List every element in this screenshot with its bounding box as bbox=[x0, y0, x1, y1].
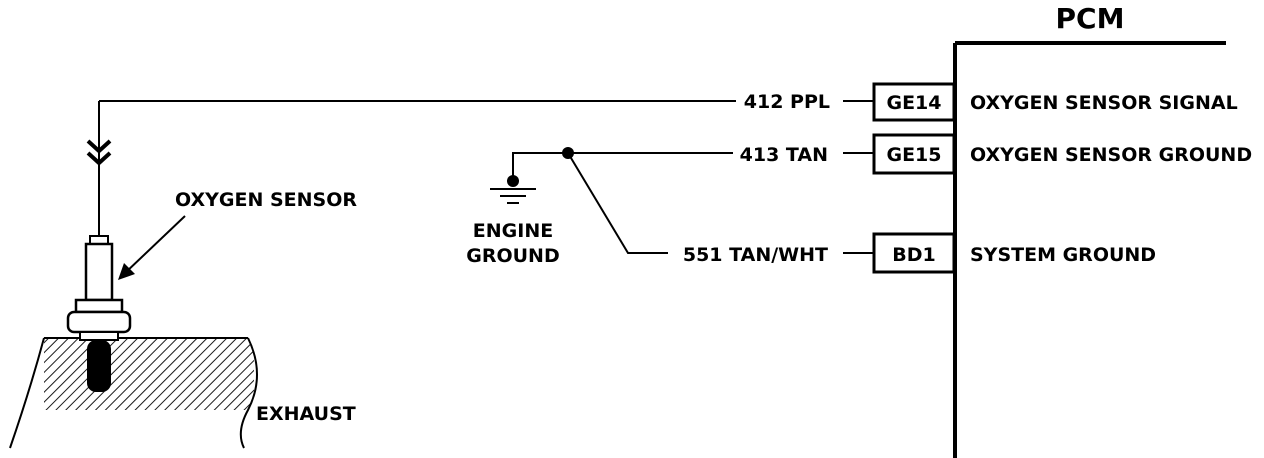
exhaust-pipe: EXHAUST bbox=[9, 337, 356, 449]
exhaust-label: EXHAUST bbox=[256, 403, 356, 425]
function-label-signal: OXYGEN SENSOR SIGNAL bbox=[970, 92, 1238, 114]
function-label-ground: OXYGEN SENSOR GROUND bbox=[970, 144, 1252, 166]
pcm-title: PCM bbox=[1056, 2, 1125, 35]
wire-label-412: 412 PPL bbox=[744, 91, 830, 113]
engine-ground-symbol: ENGINE GROUND bbox=[466, 147, 574, 267]
system-ground-wire bbox=[567, 152, 668, 254]
oxygen-sensor: OXYGEN SENSOR bbox=[66, 189, 357, 392]
wire-label-413: 413 TAN bbox=[740, 144, 828, 166]
pin-label-ge15: GE15 bbox=[886, 144, 941, 166]
sensor-connector bbox=[86, 101, 112, 238]
pcm-module: PCM bbox=[953, 2, 1226, 458]
engine-ground-label-line2: GROUND bbox=[466, 245, 559, 267]
pin-box-ge15 bbox=[872, 133, 956, 175]
oxygen-sensor-label: OXYGEN SENSOR bbox=[175, 189, 357, 211]
engine-ground-label-line1: ENGINE bbox=[473, 220, 553, 242]
circuit-system-ground: 551 TAN/WHT BD1 SYSTEM GROUND bbox=[567, 152, 1156, 274]
splice-dot bbox=[562, 147, 574, 159]
function-label-system-ground: SYSTEM GROUND bbox=[970, 244, 1156, 266]
circuit-oxygen-sensor-signal: 412 PPL GE14 OXYGEN SENSOR SIGNAL bbox=[99, 82, 1238, 122]
circuit-oxygen-sensor-ground: 413 TAN GE15 OXYGEN SENSOR GROUND bbox=[568, 133, 1252, 175]
connector-chevron-icon bbox=[86, 139, 112, 154]
pin-label-bd1: BD1 bbox=[892, 244, 935, 266]
sensor-pointer-arrow bbox=[123, 215, 186, 275]
pin-box-ge14 bbox=[872, 82, 956, 122]
wire-label-551: 551 TAN/WHT bbox=[683, 244, 828, 266]
pin-label-ge14: GE14 bbox=[886, 92, 941, 114]
pin-box-bd1 bbox=[872, 232, 956, 274]
